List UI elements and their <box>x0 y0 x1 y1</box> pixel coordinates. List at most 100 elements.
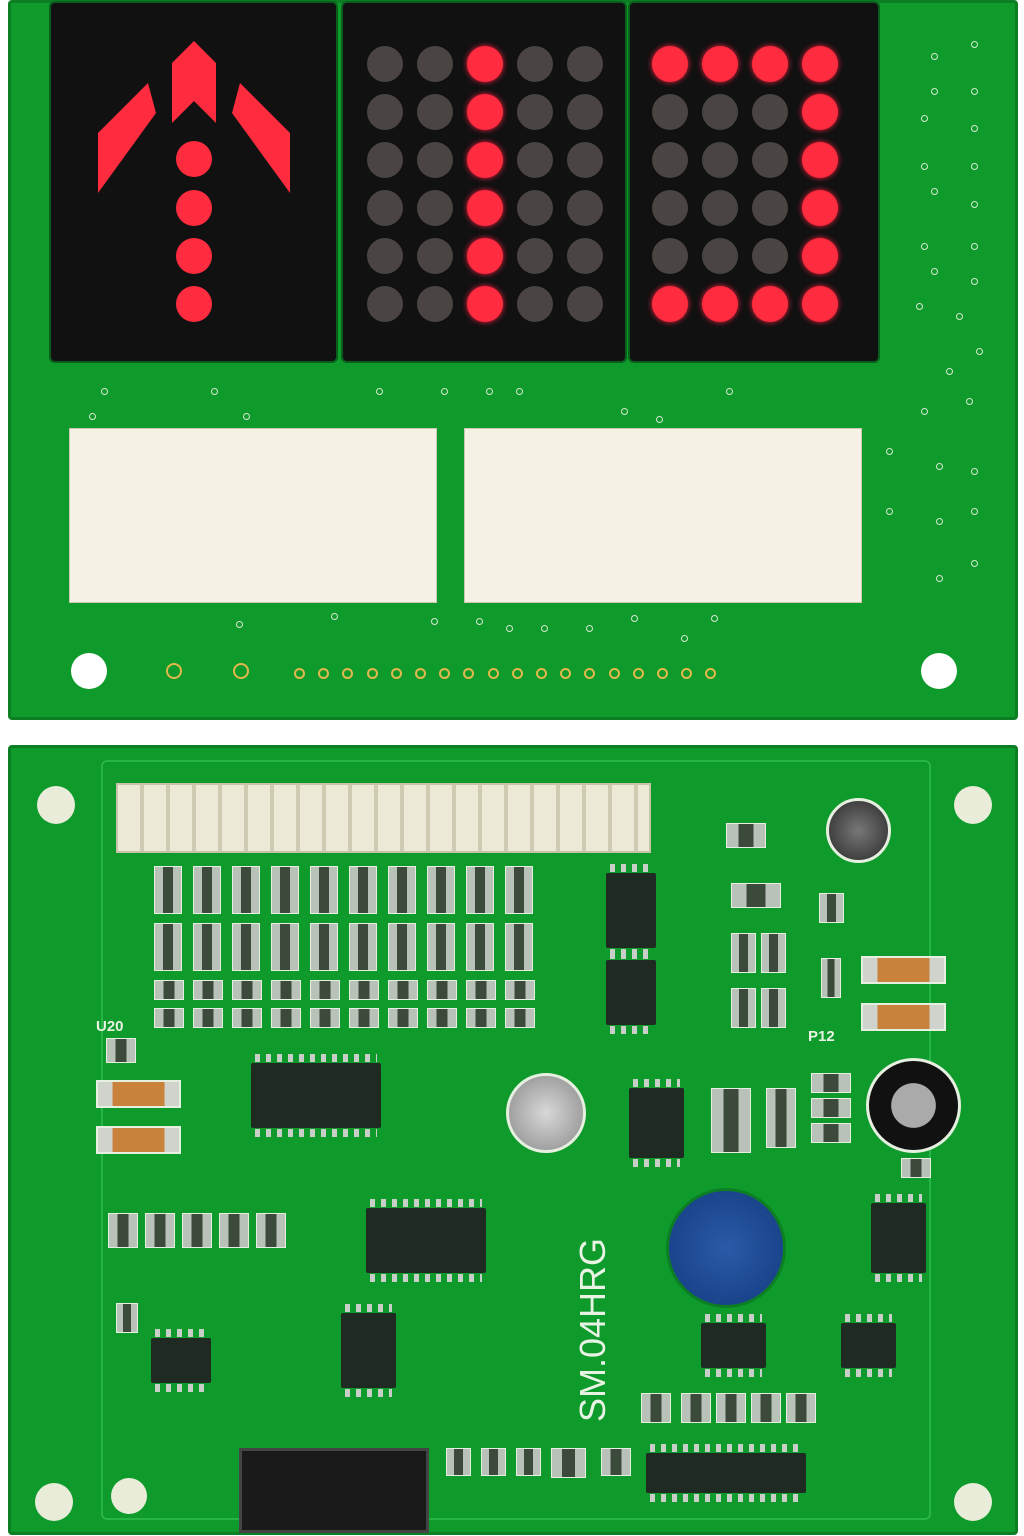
test-point <box>233 663 249 679</box>
via <box>971 468 978 475</box>
button-pad-left[interactable] <box>69 428 437 603</box>
via <box>971 41 978 48</box>
led-dot <box>702 142 738 178</box>
led-dot <box>417 94 453 130</box>
led-dot <box>802 238 838 274</box>
via <box>921 408 928 415</box>
via <box>541 625 548 632</box>
led-dot <box>517 94 553 130</box>
board-id-label: SM.04HRG <box>572 1237 613 1422</box>
smd-component <box>751 1393 781 1423</box>
smd-resistor <box>310 923 338 971</box>
led-dot <box>752 238 788 274</box>
via <box>331 613 338 620</box>
led-dot <box>802 142 838 178</box>
via <box>971 125 978 132</box>
ic-chip <box>606 864 656 957</box>
led-dot <box>467 94 503 130</box>
regulator <box>841 1314 896 1377</box>
led-dot <box>367 286 403 322</box>
led-dot <box>517 286 553 322</box>
led-dot <box>752 94 788 130</box>
via <box>931 88 938 95</box>
smd-component <box>481 1448 506 1476</box>
ic-chip <box>151 1329 211 1392</box>
led-dot <box>802 46 838 82</box>
led-dot <box>467 286 503 322</box>
header-pin <box>705 668 717 679</box>
via <box>656 416 663 423</box>
smd-component <box>726 823 766 848</box>
smd-capacitor <box>154 980 184 1000</box>
smd-resistor <box>193 866 221 914</box>
smd-component <box>811 1123 851 1143</box>
buzzer <box>666 1188 786 1308</box>
smd-resistor <box>427 923 455 971</box>
led-dot <box>567 286 603 322</box>
smd-capacitor <box>271 980 301 1000</box>
led-dot <box>517 238 553 274</box>
smd-component <box>731 883 781 908</box>
header-pin <box>657 668 668 679</box>
led-dot <box>467 190 503 226</box>
ic-chip <box>251 1054 381 1137</box>
smd-resistor <box>256 1213 286 1248</box>
smd-component <box>731 933 756 973</box>
ribbon-connector[interactable] <box>116 783 651 853</box>
resistor <box>861 956 946 984</box>
p12-label: P12 <box>808 1028 835 1045</box>
smd-capacitor <box>193 1008 223 1028</box>
mount-hole <box>921 653 957 689</box>
smd-component <box>711 1088 751 1153</box>
led-dot <box>417 190 453 226</box>
led-dot <box>517 142 553 178</box>
smd-capacitor <box>505 1008 535 1028</box>
smd-resistor <box>154 923 182 971</box>
smd-capacitor <box>388 1008 418 1028</box>
box-header-connector[interactable] <box>239 1448 429 1533</box>
smd-resistor <box>108 1213 138 1248</box>
via <box>886 508 893 515</box>
via <box>441 388 448 395</box>
via <box>971 243 978 250</box>
u20-label: U20 <box>96 1018 124 1035</box>
led-dot <box>367 142 403 178</box>
via <box>211 388 218 395</box>
smd-component <box>901 1158 931 1178</box>
led-dot <box>652 94 688 130</box>
smd-component <box>821 958 841 998</box>
led-dot <box>702 190 738 226</box>
led-dot <box>752 142 788 178</box>
smd-capacitor <box>271 1008 301 1028</box>
smd-resistor <box>232 923 260 971</box>
smd-component <box>716 1393 746 1423</box>
via <box>243 413 250 420</box>
smd-resistor <box>219 1213 249 1248</box>
smd-resistor <box>388 923 416 971</box>
smd-component <box>641 1393 671 1423</box>
via <box>966 398 973 405</box>
via <box>101 388 108 395</box>
via <box>931 268 938 275</box>
smd-resistor <box>505 866 533 914</box>
via <box>936 575 943 582</box>
smd-component <box>761 988 786 1028</box>
smd-component <box>819 893 844 923</box>
crystal <box>826 798 891 863</box>
header-pin <box>366 668 378 679</box>
electrolytic-capacitor <box>506 1073 586 1153</box>
smd-component <box>516 1448 541 1476</box>
smd-component <box>601 1448 631 1476</box>
ic-chip <box>366 1199 486 1282</box>
smd-resistor <box>388 866 416 914</box>
header-pin <box>681 668 693 679</box>
resistor <box>96 1126 181 1154</box>
button-pad-right[interactable] <box>464 428 862 603</box>
resistor <box>861 1003 946 1031</box>
smd-capacitor <box>349 1008 379 1028</box>
header-pin <box>536 668 547 679</box>
led-dot <box>467 46 503 82</box>
ic-chip <box>606 951 656 1034</box>
ic-chip <box>341 1304 396 1397</box>
via <box>921 243 928 250</box>
